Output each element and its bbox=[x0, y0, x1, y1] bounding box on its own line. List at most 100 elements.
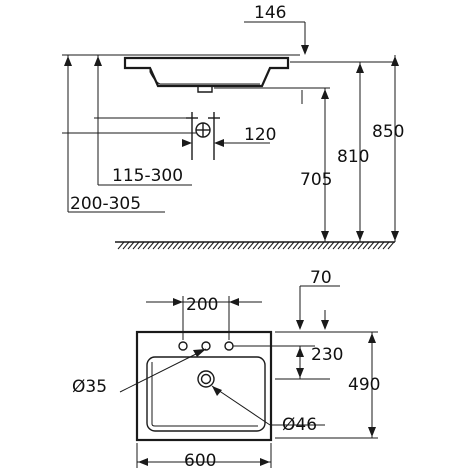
floor-hatch-mark bbox=[352, 241, 360, 250]
floor-hatch-mark bbox=[292, 241, 300, 250]
floor-hatch-mark bbox=[147, 241, 155, 250]
tap-connection-left bbox=[186, 112, 198, 160]
basin-profile bbox=[123, 56, 290, 88]
floor-hatch-mark bbox=[127, 241, 135, 250]
basin-bowl bbox=[146, 356, 266, 432]
floor-hatch-mark bbox=[222, 241, 230, 250]
dim-120-arrow-left bbox=[182, 139, 192, 147]
dim-d46-label: Ø46 bbox=[282, 415, 317, 435]
basin-inner-curve bbox=[149, 68, 260, 85]
dim-705-arrow-bottom bbox=[321, 231, 329, 241]
center-connection-symbol bbox=[195, 122, 211, 138]
floor-hatch-mark bbox=[117, 241, 125, 250]
floor-hatch-mark bbox=[142, 241, 150, 250]
tap-hole-right bbox=[224, 341, 234, 351]
drain-inner bbox=[200, 373, 212, 385]
dim-200-305-label: 200-305 bbox=[70, 194, 141, 214]
drain-outlet bbox=[197, 86, 213, 93]
dim-d46-leader bbox=[211, 385, 271, 426]
floor-hatch-mark bbox=[362, 241, 370, 250]
dim-d35-leader bbox=[119, 348, 207, 393]
tap-connection-right bbox=[208, 112, 220, 160]
dim-810-label: 810 bbox=[337, 147, 369, 167]
floor-hatch-mark bbox=[342, 241, 350, 250]
dim-120-arrow-right bbox=[214, 139, 224, 147]
dim-810-arrow-bottom bbox=[356, 231, 364, 241]
floor-hatch-mark bbox=[252, 241, 260, 250]
dim-490-label: 490 bbox=[348, 375, 380, 395]
dim-115-300-label: 115-300 bbox=[112, 166, 183, 186]
floor-hatch-mark bbox=[312, 241, 320, 250]
dim-850-arrow-top bbox=[391, 56, 399, 66]
floor-hatch-mark bbox=[157, 241, 165, 250]
floor-hatch bbox=[117, 241, 395, 250]
dim-70-label: 70 bbox=[310, 268, 332, 288]
dim-146-label: 146 bbox=[254, 3, 286, 23]
floor-hatch-mark bbox=[232, 241, 240, 250]
dim-200-arrow-right bbox=[229, 298, 239, 306]
floor-hatch-mark bbox=[132, 241, 140, 250]
dim-850-arrow-bottom bbox=[391, 231, 399, 241]
floor-hatch-mark bbox=[302, 241, 310, 250]
floor-hatch-mark bbox=[297, 241, 305, 250]
floor-hatch-mark bbox=[337, 241, 345, 250]
drain-outer bbox=[197, 370, 215, 388]
floor-hatch-mark bbox=[382, 241, 390, 250]
floor-hatch-mark bbox=[162, 241, 170, 250]
dim-705-label: 705 bbox=[300, 170, 332, 190]
floor-hatch-mark bbox=[202, 241, 210, 250]
dim-230-arrow-top bbox=[296, 347, 304, 357]
floor-hatch-mark bbox=[257, 241, 265, 250]
floor-hatch-mark bbox=[197, 241, 205, 250]
dim-850-label: 850 bbox=[372, 122, 404, 142]
floor-hatch-mark bbox=[172, 241, 180, 250]
dim-70-arrow-top bbox=[296, 320, 304, 330]
dim-600-arrow-left bbox=[138, 458, 148, 466]
floor-hatch-mark bbox=[212, 241, 220, 250]
floor-hatch-mark bbox=[187, 241, 195, 250]
floor-hatch-mark bbox=[322, 241, 330, 250]
floor-hatch-mark bbox=[317, 241, 325, 250]
dim-d35-label: Ø35 bbox=[72, 377, 107, 397]
tap-hole-left bbox=[178, 341, 188, 351]
dim-146-arrow bbox=[301, 45, 309, 55]
floor-hatch-mark bbox=[267, 241, 275, 250]
floor-hatch-mark bbox=[307, 241, 315, 250]
dim-705-arrow-top bbox=[321, 89, 329, 99]
floor-hatch-mark bbox=[192, 241, 200, 250]
floor-hatch-mark bbox=[152, 241, 160, 250]
dim-d46-arrow bbox=[212, 386, 222, 396]
dim-200-label: 200 bbox=[186, 295, 218, 315]
dim-70-arrow-bottom bbox=[321, 320, 329, 330]
floor-hatch-mark bbox=[282, 241, 290, 250]
dim-115-300-arrow-top bbox=[94, 56, 102, 66]
dim-600-arrow-right bbox=[260, 458, 270, 466]
dim-200-305-arrow-top bbox=[64, 56, 72, 66]
side-view: 146 200-305 115-300 bbox=[62, 3, 404, 250]
floor-hatch-mark bbox=[227, 241, 235, 250]
floor-hatch-mark bbox=[387, 241, 395, 250]
dim-d35-arrow bbox=[193, 349, 206, 357]
dim-810-arrow-top bbox=[356, 63, 364, 73]
tap-hole-center bbox=[201, 341, 211, 351]
basin-bowl-shadow bbox=[151, 362, 258, 427]
floor-hatch-mark bbox=[167, 241, 175, 250]
dim-490-arrow-top bbox=[368, 333, 376, 343]
floor-hatch-mark bbox=[177, 241, 185, 250]
floor-hatch-mark bbox=[367, 241, 375, 250]
floor-hatch-mark bbox=[287, 241, 295, 250]
dim-120-label: 120 bbox=[244, 125, 276, 145]
floor-hatch-mark bbox=[247, 241, 255, 250]
floor-hatch-mark bbox=[357, 241, 365, 250]
floor-hatch-mark bbox=[122, 241, 130, 250]
floor-hatch-mark bbox=[377, 241, 385, 250]
floor-hatch-mark bbox=[327, 241, 335, 250]
dim-490-arrow-bottom bbox=[368, 427, 376, 437]
floor-hatch-mark bbox=[277, 241, 285, 250]
dim-200-arrow-left bbox=[173, 298, 183, 306]
floor-hatch-mark bbox=[217, 241, 225, 250]
floor-hatch-mark bbox=[242, 241, 250, 250]
floor-hatch-mark bbox=[237, 241, 245, 250]
dim-600-label: 600 bbox=[184, 451, 216, 470]
